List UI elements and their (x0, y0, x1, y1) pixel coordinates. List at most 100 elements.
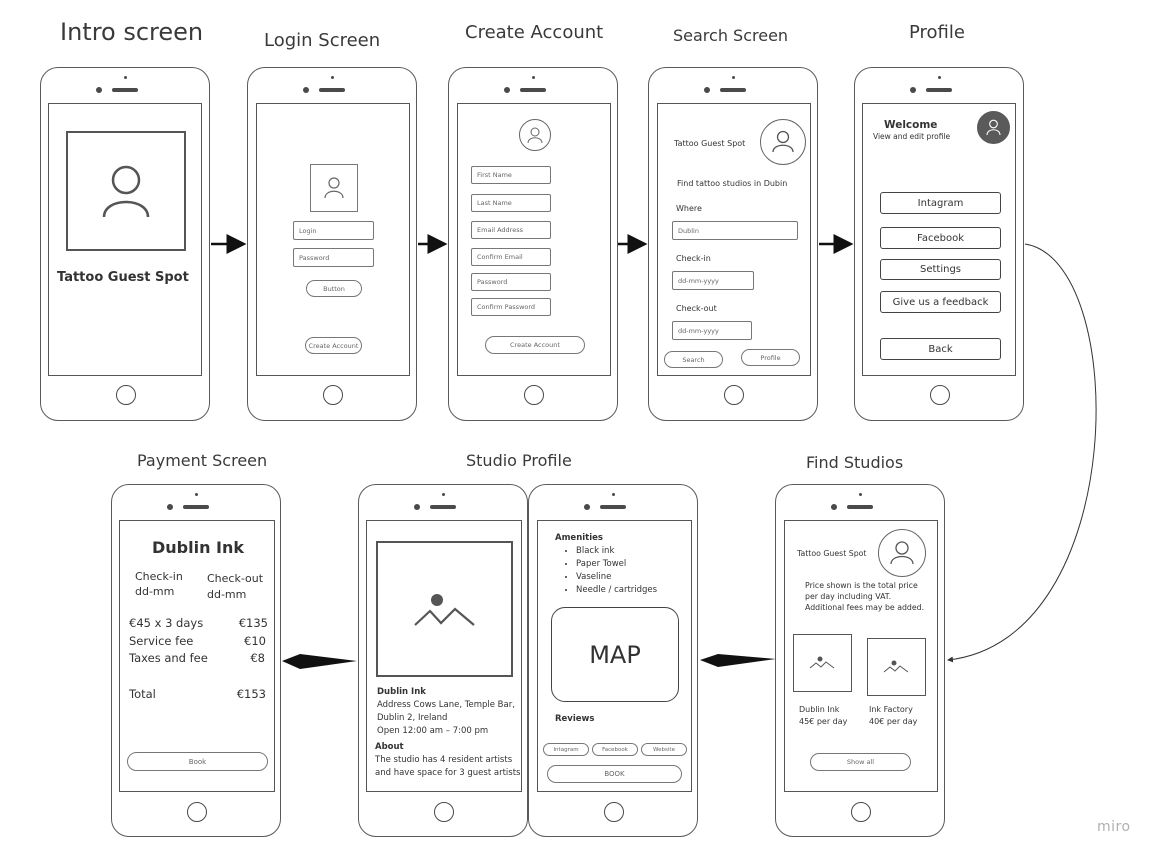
home-button[interactable] (116, 385, 136, 405)
phone-login: Login Password Button Create Account (247, 67, 417, 421)
arrow-find-to-studio (700, 654, 776, 667)
screen-find: Tattoo Guest Spot Price shown is the tot… (784, 520, 938, 792)
instagram-button[interactable]: Intagram (543, 743, 589, 756)
show-all-button[interactable]: Show all (810, 753, 911, 771)
sensor-icon (303, 87, 309, 93)
camera-icon (938, 76, 941, 79)
login-button[interactable]: Button (306, 280, 362, 297)
home-button[interactable] (724, 385, 744, 405)
studio-address-1: Address Cows Lane, Temple Bar, (377, 700, 515, 710)
settings-button[interactable]: Settings (880, 259, 1001, 280)
studio-hours: Open 12:00 am – 7:00 pm (377, 726, 489, 736)
title-profile: Profile (909, 22, 965, 43)
website-button[interactable]: Website (641, 743, 687, 756)
sensor-icon (96, 87, 102, 93)
speaker-icon (430, 505, 456, 509)
profile-button[interactable]: Profile (741, 349, 800, 366)
amenity-item: Paper Towel (576, 558, 657, 571)
total-label: Total (129, 687, 156, 701)
price-notice-2: per day including VAT. (805, 592, 892, 601)
phone-profile: Welcome View and edit profile Intagram F… (854, 67, 1024, 421)
back-button[interactable]: Back (880, 338, 1001, 360)
studio-photo (376, 541, 513, 677)
search-button[interactable]: Search (664, 351, 723, 368)
screen-create: First Name Last Name Email Address Confi… (457, 103, 611, 376)
create-account-button[interactable]: Create Account (305, 337, 362, 354)
phone-find: Tattoo Guest Spot Price shown is the tot… (775, 484, 945, 837)
where-input[interactable]: Dublin (672, 221, 798, 240)
camera-icon (612, 493, 615, 496)
facebook-button[interactable]: Facebook (880, 227, 1001, 249)
user-icon (102, 165, 150, 218)
password-input[interactable]: Password (293, 248, 374, 267)
checkout-label: Check-out (207, 572, 264, 585)
screen-studio-right: Amenities Black ink Paper Towel Vaseline… (537, 520, 692, 792)
image-icon (883, 660, 909, 673)
studio-card-2-name: Ink Factory (869, 705, 913, 714)
payment-title: Dublin Ink (152, 538, 245, 557)
speaker-icon (112, 88, 138, 92)
speaker-icon (926, 88, 952, 92)
email-field[interactable]: Email Address (471, 221, 551, 239)
home-button[interactable] (187, 802, 207, 822)
avatar-frame (310, 164, 358, 212)
home-button[interactable] (851, 802, 871, 822)
login-input[interactable]: Login (293, 221, 374, 240)
studio-card-2-image[interactable] (867, 638, 926, 696)
screen-payment: Dublin Ink Check-in dd-mm Check-out dd-m… (119, 520, 275, 792)
instagram-button[interactable]: Intagram (880, 192, 1001, 214)
facebook-button[interactable]: Facebook (592, 743, 638, 756)
first-name-field[interactable]: First Name (471, 166, 551, 184)
amenity-item: Black ink (576, 545, 657, 558)
camera-icon (859, 493, 862, 496)
create-account-button[interactable]: Create Account (485, 336, 585, 354)
screen-search: Tattoo Guest Spot Find tattoo studios in… (657, 103, 811, 376)
map-box[interactable]: MAP (551, 607, 679, 702)
home-button[interactable] (323, 385, 343, 405)
home-button[interactable] (604, 802, 624, 822)
checkin-input[interactable]: dd-mm-yyyy (672, 271, 754, 290)
avatar (878, 529, 926, 577)
last-name-field[interactable]: Last Name (471, 194, 551, 212)
studio-card-1-image[interactable] (793, 634, 852, 692)
home-button[interactable] (930, 385, 950, 405)
studio-name: Dublin Ink (377, 687, 426, 697)
book-button[interactable]: BOOK (547, 765, 682, 783)
camera-icon (124, 76, 127, 79)
image-icon (414, 594, 475, 626)
app-name: Tattoo Guest Spot (57, 270, 189, 285)
screen-studio-left: Dublin Ink Address Cows Lane, Temple Bar… (366, 520, 522, 792)
confirm-email-field[interactable]: Confirm Email (471, 248, 551, 266)
camera-icon (732, 76, 735, 79)
phone-intro: Tattoo Guest Spot (40, 67, 210, 421)
checkout-input[interactable]: dd-mm-yyyy (672, 321, 752, 340)
speaker-icon (183, 505, 209, 509)
avatar (519, 119, 551, 151)
home-button[interactable] (524, 385, 544, 405)
about-line-1: The studio has 4 resident artists (375, 755, 513, 765)
image-icon (809, 656, 835, 669)
about-label: About (375, 742, 404, 752)
screen-intro: Tattoo Guest Spot (48, 103, 202, 376)
app-name: Tattoo Guest Spot (674, 139, 746, 148)
sensor-icon (167, 504, 173, 510)
phone-studio-left: Dublin Ink Address Cows Lane, Temple Bar… (358, 484, 528, 837)
title-intro: Intro screen (60, 18, 204, 46)
checkin-label: Check-in (676, 254, 711, 263)
title-search: Search Screen (673, 26, 789, 45)
home-button[interactable] (434, 802, 454, 822)
feedback-button[interactable]: Give us a feedback (880, 291, 1001, 313)
book-button[interactable]: Book (127, 752, 268, 771)
miro-watermark: miro (1097, 819, 1131, 835)
confirm-password-field[interactable]: Confirm Password (471, 298, 551, 316)
avatar[interactable] (977, 111, 1010, 144)
title-payment: Payment Screen (137, 451, 268, 470)
amenity-item: Needle / cartridges (576, 584, 657, 597)
user-icon (890, 541, 914, 565)
password-field[interactable]: Password (471, 273, 551, 291)
checkin-value: dd-mm (135, 585, 175, 598)
about-line-2: and have space for 3 guest artists (375, 768, 521, 778)
sensor-icon (414, 504, 420, 510)
speaker-icon (319, 88, 345, 92)
sensor-icon (831, 504, 837, 510)
